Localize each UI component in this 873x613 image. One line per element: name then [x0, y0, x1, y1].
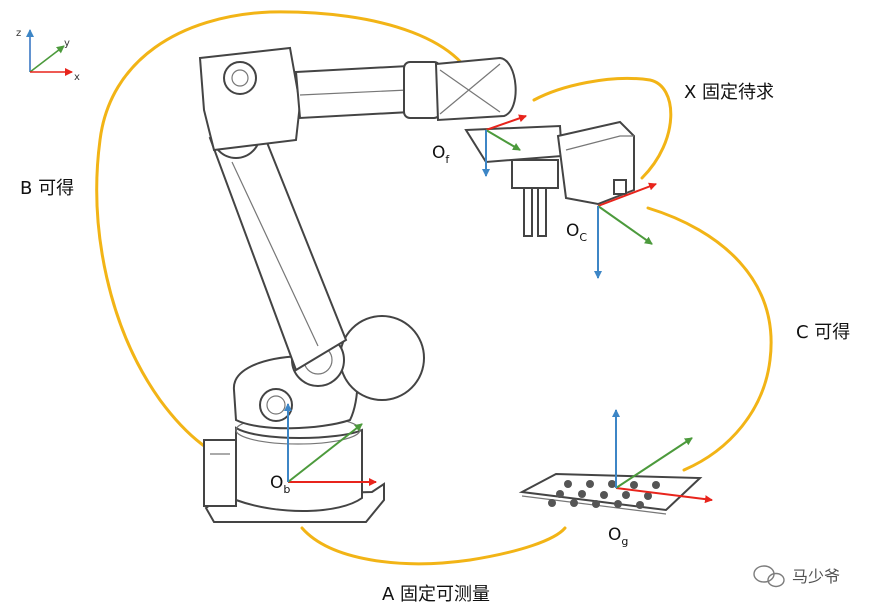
robot-forearm-detail [299, 89, 409, 96]
robot-wrist [434, 56, 517, 122]
calibration-board [518, 472, 703, 515]
watermark-text: 马少爷 [792, 567, 840, 586]
robot-arm [198, 46, 517, 523]
robot-wrist-base-joint [223, 61, 257, 95]
loop-x [532, 76, 673, 180]
frame-f-x-axis [485, 114, 527, 131]
frame-c-x-axis [597, 182, 657, 207]
transform-loops [95, 10, 773, 566]
frame-b-axes [284, 403, 377, 486]
frame-c-label: OC [566, 221, 587, 244]
frame-g-axes [612, 409, 713, 504]
gripper-finger-right [537, 187, 547, 237]
robot-wrist-cross-a [439, 69, 501, 113]
frame-c-axes [594, 182, 657, 279]
robot-elbow-housing [339, 315, 425, 401]
robot-upper-arm-housing [198, 46, 302, 152]
legend-x-label: x [74, 72, 80, 83]
legend-y-label: y [64, 38, 70, 49]
gripper-finger-left [523, 187, 533, 237]
frame-f-label: Of [432, 143, 450, 166]
calibration-board-dots [548, 480, 660, 509]
frame-f-axes [482, 114, 527, 177]
frame-g-x-axis [615, 487, 713, 504]
robot-wrist-base-joint-inner [231, 69, 249, 87]
end-effector-camera [464, 120, 635, 237]
frame-g-label: Og [608, 525, 628, 548]
loop-a [300, 526, 567, 566]
label-x: X 固定待求 [684, 82, 774, 103]
frame-f-y-axis [485, 129, 521, 151]
label-b: B 可得 [20, 178, 74, 199]
robot-wrist-ring [403, 61, 441, 119]
frame-b-label: Ob [270, 473, 290, 496]
robot-lower-arm-detail [231, 161, 319, 347]
wechat-bubble-icon [753, 565, 785, 588]
robot-base-box [203, 439, 237, 507]
legend-z-label: z [16, 28, 21, 39]
loop-b [95, 10, 480, 468]
gripper-body [511, 159, 559, 189]
robot-shoulder-joint [259, 388, 293, 422]
label-c: C 可得 [796, 322, 850, 343]
frame-b-y-axis [287, 423, 363, 483]
camera-lens-icon [613, 179, 627, 195]
camera-top-edge [565, 135, 634, 151]
label-a: A 固定可测量 [382, 584, 490, 605]
robot-wrist-cross-b [439, 63, 501, 115]
loop-c [646, 206, 773, 472]
frame-g-y-axis [615, 437, 693, 489]
tool-flange [464, 124, 564, 164]
watermark: 马少爷 [753, 565, 840, 588]
frame-c-y-axis [597, 205, 653, 245]
axes-legend: z y x [16, 28, 80, 83]
legend-y-axis [29, 45, 65, 73]
